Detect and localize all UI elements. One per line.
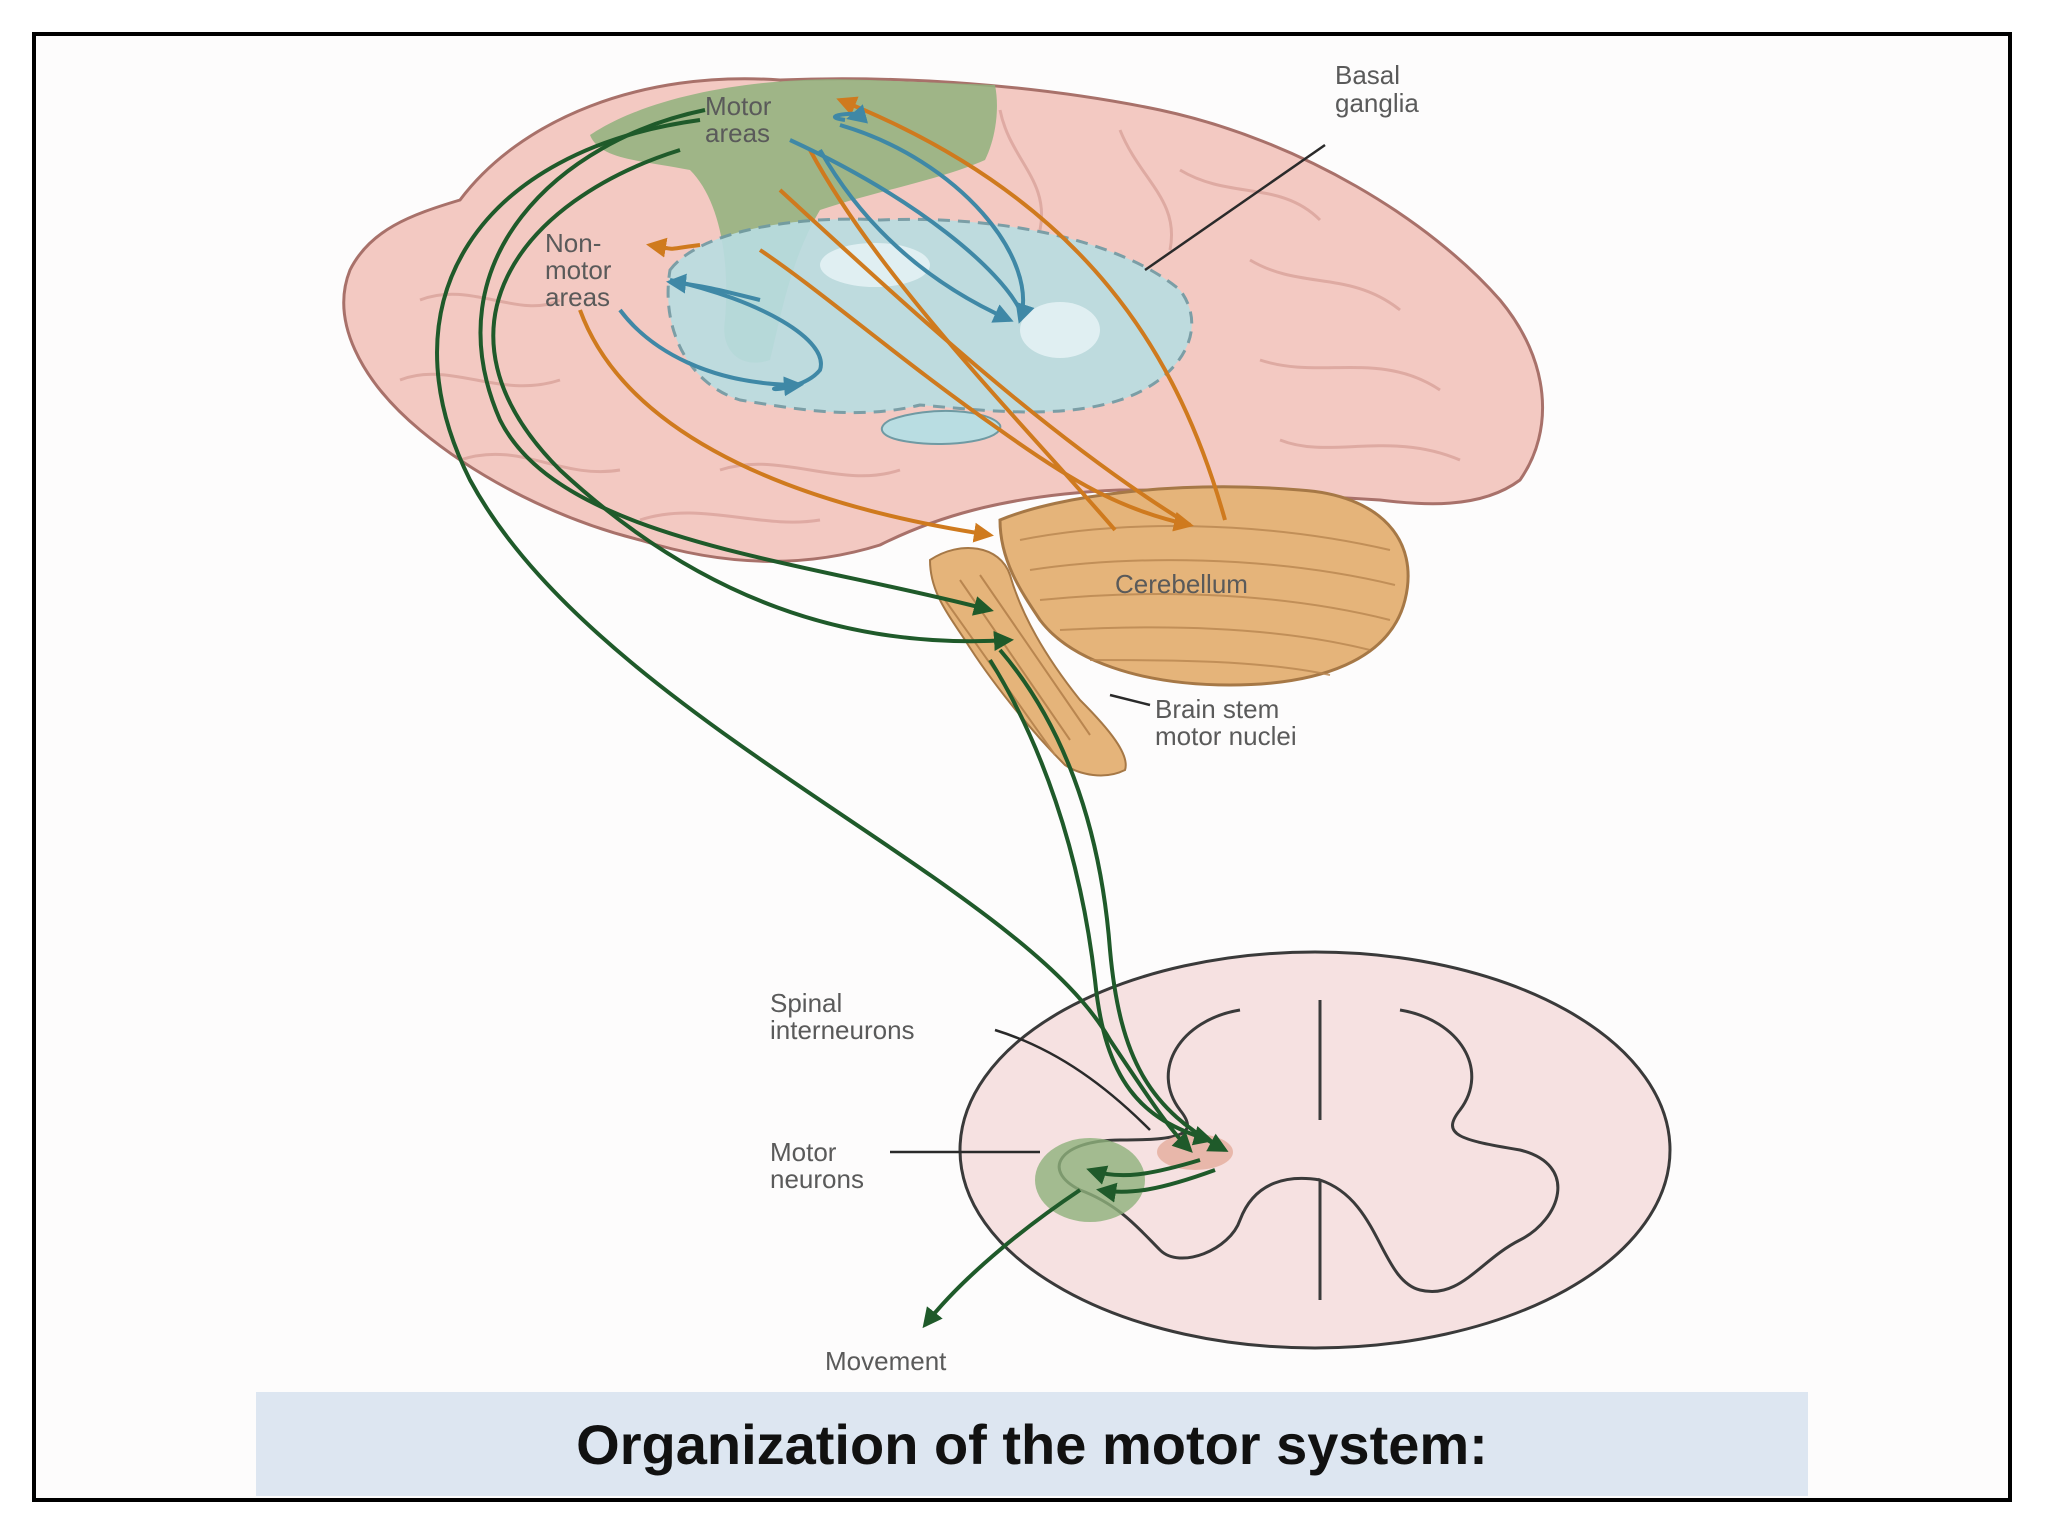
label-leader-lines (890, 143, 1326, 1154)
label-motor-neurons-line1: Motor (770, 1137, 837, 1167)
label-movement: Movement (825, 1346, 947, 1376)
spinal-cord-section (958, 950, 1672, 1350)
interneuron-pool (1157, 1134, 1233, 1170)
label-motor-areas-line2: areas (705, 118, 770, 148)
label-spinal-interneurons-line2: interneurons (770, 1015, 915, 1045)
motor-area-region (590, 79, 997, 363)
label-non-motor-line2: motor (545, 255, 612, 285)
label-cerebellum: Cerebellum (1115, 569, 1248, 599)
basal-ganglia-region (666, 217, 1194, 415)
brain-folds (399, 109, 1461, 524)
slide-caption: Organization of the motor system: (576, 1412, 1488, 1476)
label-basal-ganglia-line2: ganglia (1335, 88, 1419, 118)
label-motor-areas-line1: Motor (705, 91, 772, 121)
label-basal-ganglia-line1: Basal (1335, 60, 1400, 90)
label-non-motor-line3: areas (545, 282, 610, 312)
blue-basal-ganglia-pathways (618, 104, 1035, 397)
basal-ganglia-nucleus (1020, 302, 1100, 358)
orange-cerebellar-pathways (578, 96, 1227, 543)
green-descending-pathways (435, 108, 1229, 1329)
label-brain-stem-line2: motor nuclei (1155, 721, 1297, 751)
basal-ganglia-tail (880, 410, 1002, 445)
label-motor-neurons-line2: neurons (770, 1164, 864, 1194)
caption-box: Organization of the motor system: (256, 1392, 1808, 1496)
label-brain-stem-line1: Brain stem (1155, 694, 1279, 724)
cerebellum-folia (1019, 525, 1396, 676)
label-spinal-interneurons-line1: Spinal (770, 988, 842, 1018)
label-non-motor-line1: Non- (545, 228, 601, 258)
cerebellum-region (998, 485, 1410, 687)
